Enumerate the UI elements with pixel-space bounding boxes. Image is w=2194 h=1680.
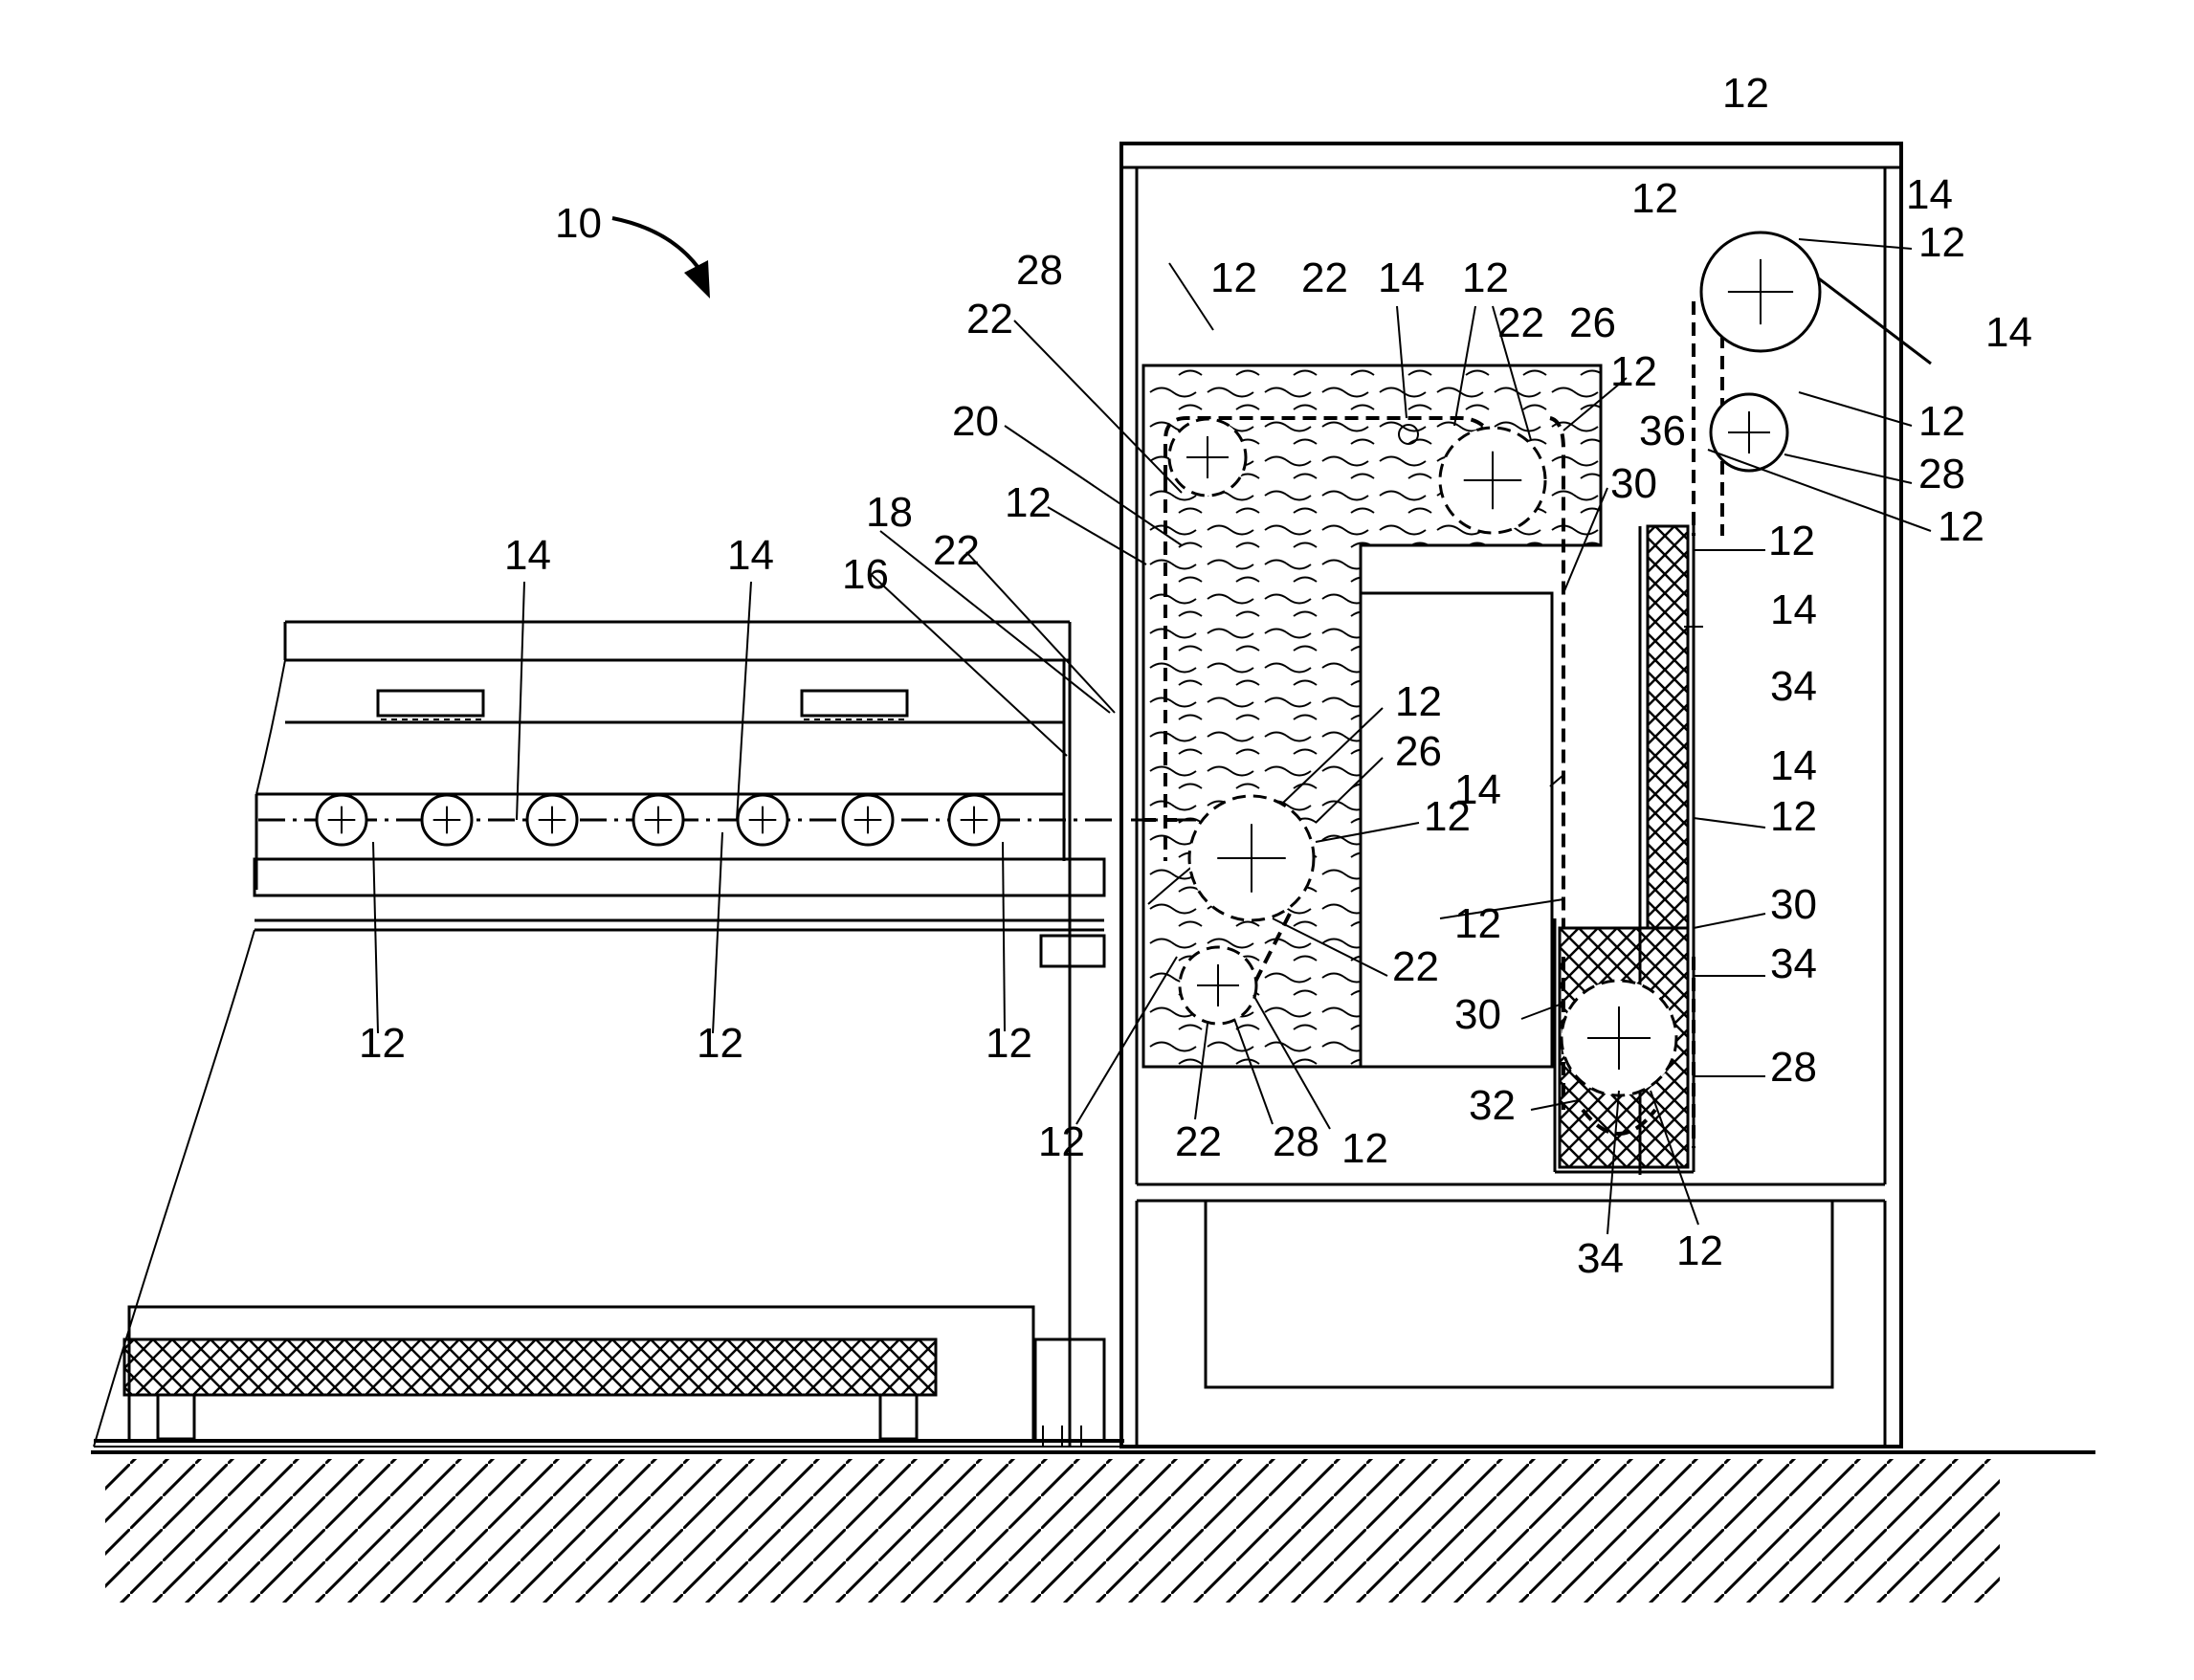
- tower-top-roller: [1701, 232, 1820, 351]
- label-liquid-bath: 20: [952, 398, 999, 445]
- spinneret-roller: [317, 795, 366, 845]
- apparatus-arrow: [612, 218, 710, 298]
- ground: [91, 1452, 2095, 1603]
- label-idler-roller: 28: [1918, 451, 1965, 497]
- leader-line: [1694, 914, 1765, 928]
- bath-drive-roller: [1440, 428, 1545, 533]
- leader-line: [713, 832, 722, 1033]
- leader-line: [373, 842, 378, 1033]
- label-element-18: 18: [866, 489, 913, 536]
- label-roller: 22: [1301, 254, 1348, 301]
- label-idler-roller: 28: [1016, 247, 1063, 294]
- label-roller: 22: [1497, 299, 1544, 346]
- spinneret-roller-row: [258, 795, 1196, 845]
- label-fiber: 12: [1768, 518, 1815, 564]
- label-traveling-path: 14: [504, 532, 551, 579]
- spinneret-roller: [738, 795, 787, 845]
- label-fiber: 12: [1038, 1118, 1085, 1165]
- label-roller: 22: [966, 296, 1013, 343]
- leader-line: [1784, 454, 1912, 483]
- spinneret-roller: [527, 795, 577, 845]
- label-fiber: 12: [697, 1020, 743, 1067]
- leader-line: [1799, 392, 1912, 426]
- label-element-36: 36: [1639, 408, 1686, 454]
- spinneret-roller: [422, 795, 472, 845]
- label-traveling-path: 14: [1770, 742, 1817, 789]
- leader-line: [966, 552, 1115, 713]
- label-drive-roller: 26: [1395, 728, 1442, 775]
- label-drive-roller: 26: [1569, 299, 1616, 346]
- label-fiber: 12: [1722, 70, 1769, 117]
- bath-top-left-roller: [1169, 419, 1246, 496]
- label-roller: 22: [933, 527, 980, 574]
- label-fiber: 12: [1631, 175, 1678, 222]
- label-element-16: 16: [842, 551, 889, 598]
- label-fiber: 12: [1424, 793, 1471, 840]
- spinneret-roller: [949, 795, 999, 845]
- leader-line: [1048, 507, 1146, 564]
- label-element-34: 34: [1770, 940, 1817, 987]
- leader-line: [1003, 842, 1005, 1031]
- leader-line: [1799, 239, 1912, 249]
- label-fiber: 12: [1462, 254, 1509, 301]
- label-idler-roller: 28: [1273, 1118, 1319, 1165]
- label-element-30: 30: [1454, 991, 1501, 1038]
- label-fiber: 12: [986, 1020, 1032, 1067]
- label-element-34: 34: [1770, 663, 1817, 710]
- spinneret-roller: [633, 795, 683, 845]
- label-fiber: 12: [1395, 678, 1442, 725]
- label-traveling-path: 14: [727, 532, 774, 579]
- label-element-32: 32: [1469, 1082, 1516, 1129]
- label-fiber: 12: [1210, 254, 1257, 301]
- leader-line: [1694, 818, 1765, 828]
- label-fiber: 12: [1918, 219, 1965, 266]
- label-roller: 22: [1175, 1118, 1222, 1165]
- spinning-housing: [94, 622, 1124, 1447]
- label-fiber: 12: [1676, 1227, 1723, 1274]
- label-element-30: 30: [1770, 881, 1817, 928]
- label-fiber: 12: [1454, 900, 1501, 947]
- label-fiber: 12: [1341, 1125, 1388, 1172]
- label-element-34: 34: [1577, 1235, 1624, 1282]
- tower-idler-roller: [1711, 394, 1787, 471]
- label-apparatus: 10: [555, 200, 602, 247]
- label-idler-roller: 28: [1770, 1044, 1817, 1091]
- leader-line: [737, 582, 751, 820]
- label-element-30: 30: [1610, 460, 1657, 507]
- label-traveling-path: 14: [1770, 586, 1817, 633]
- label-fiber: 12: [1005, 479, 1052, 526]
- leader-line: [1169, 263, 1213, 330]
- column-idler-roller: [1562, 981, 1676, 1095]
- leader-line: [517, 582, 524, 820]
- label-fiber: 12: [1938, 503, 1984, 550]
- label-fiber: 12: [1918, 398, 1965, 445]
- label-traveling-path: 14: [1985, 309, 2032, 356]
- label-traveling-path: 14: [1906, 171, 1953, 218]
- spinneret-roller: [843, 795, 893, 845]
- label-fiber: 12: [1610, 348, 1657, 395]
- label-roller: 22: [1392, 943, 1439, 990]
- label-fiber: 12: [1770, 793, 1817, 840]
- label-fiber: 12: [359, 1020, 406, 1067]
- bath-lower-drive-roller: [1189, 796, 1314, 920]
- bath-bottom-roller: [1180, 947, 1256, 1024]
- label-traveling-path: 14: [1378, 254, 1425, 301]
